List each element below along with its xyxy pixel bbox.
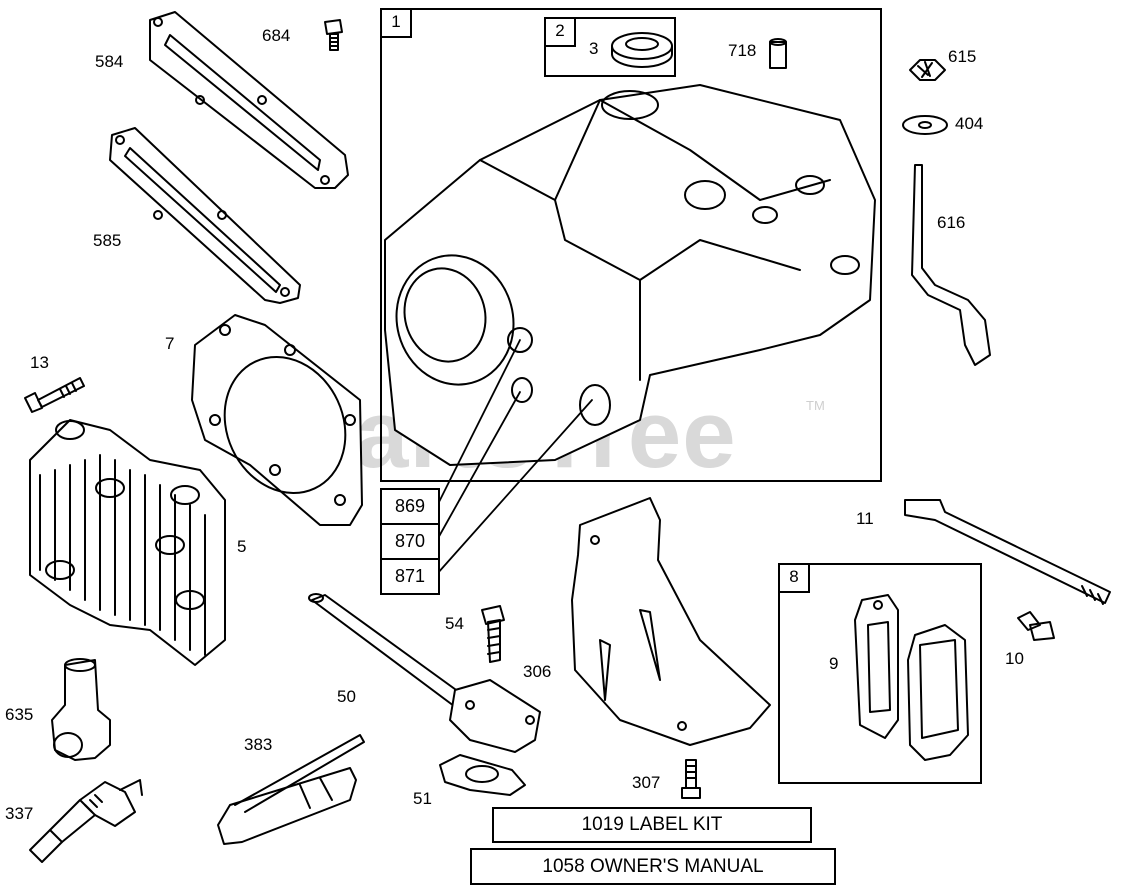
cylinder-block-box — [380, 8, 882, 482]
dowel-pin-718-drawing — [769, 38, 787, 69]
callout-635: 635 — [5, 705, 34, 724]
leader-lines — [436, 339, 593, 575]
callout-871: 871 — [380, 558, 440, 595]
callout-51: 51 — [413, 789, 432, 808]
callout-307: 307 — [632, 773, 661, 792]
callout-404: 404 — [955, 114, 984, 133]
callout-337: 337 — [5, 804, 34, 823]
callout-684: 684 — [262, 26, 291, 45]
callout-718: 718 — [728, 41, 757, 60]
bolt-54-drawing — [481, 605, 505, 663]
washer-404-drawing — [902, 115, 948, 135]
callout-50: 50 — [337, 687, 356, 706]
dipstick-tube-50-drawing — [308, 593, 541, 753]
callout-584: 584 — [95, 52, 124, 71]
oil-seal-box — [544, 17, 676, 77]
oil-seal-3-drawing — [611, 32, 673, 68]
callout-870: 870 — [380, 523, 440, 558]
gasket-kit-box — [778, 563, 982, 784]
callout-306: 306 — [523, 662, 552, 681]
callout-11: 11 — [856, 509, 874, 528]
shield-306-drawing — [571, 497, 771, 746]
label-kit-box: 1019 LABEL KIT — [492, 807, 812, 843]
wrench-383-drawing — [217, 734, 365, 845]
gasket-585-drawing — [109, 127, 301, 304]
cylinder-block-1-drawing — [384, 84, 876, 466]
screw-10-drawing — [1017, 611, 1055, 641]
gasket-51-drawing — [439, 754, 526, 796]
callout-616: 616 — [937, 213, 966, 232]
dipstick-11-drawing — [904, 499, 1111, 605]
watermark-trademark: TM — [806, 398, 825, 413]
callout-5: 5 — [237, 537, 247, 556]
cylinder-head-5-drawing — [29, 419, 226, 666]
head-gasket-7-drawing — [191, 314, 363, 526]
callout-9: 9 — [829, 654, 839, 673]
oil-seal-box-number: 2 — [544, 17, 576, 47]
plug-callout-stack: 869 870 871 — [380, 488, 440, 595]
gasket-kit-box-number: 8 — [778, 563, 810, 593]
gasket-kit-8-drawing — [854, 594, 969, 761]
callout-869: 869 — [380, 488, 440, 523]
cylinder-block-box-number: 1 — [380, 8, 412, 38]
callout-54: 54 — [445, 614, 464, 633]
owners-manual-box: 1058 OWNER'S MANUAL — [470, 848, 836, 885]
gasket-584-drawing — [149, 11, 349, 189]
governor-link-616-drawing — [911, 164, 991, 366]
bolt-684-drawing — [324, 19, 343, 51]
callout-7: 7 — [165, 334, 175, 353]
bolt-13-drawing — [24, 377, 85, 413]
bushing-615-drawing — [909, 59, 946, 81]
callout-10: 10 — [1005, 649, 1024, 668]
callout-13: 13 — [30, 353, 49, 372]
callout-3: 3 — [589, 39, 599, 58]
callout-383: 383 — [244, 735, 273, 754]
screw-307-drawing — [681, 759, 701, 799]
callout-585: 585 — [93, 231, 122, 250]
spark-plug-337-drawing — [29, 779, 143, 863]
callout-615: 615 — [948, 47, 977, 66]
spark-boot-635-drawing — [51, 658, 111, 761]
